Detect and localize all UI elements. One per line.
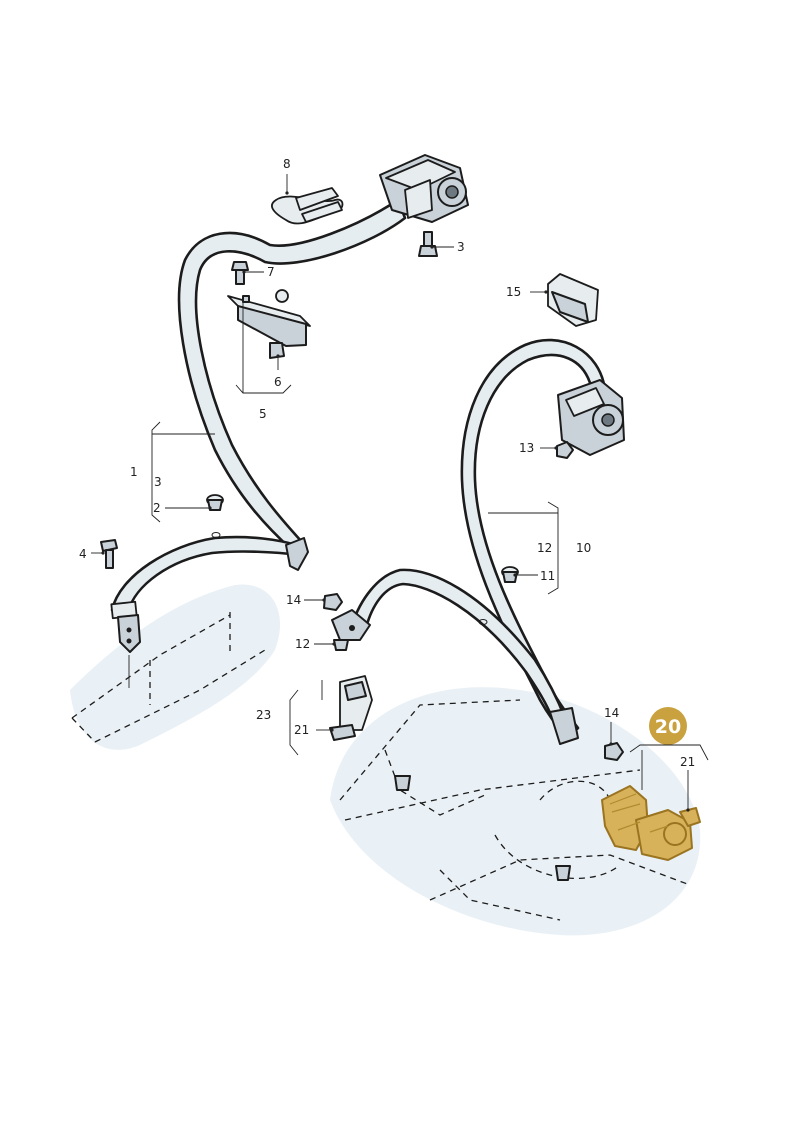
- callout-23: 23: [256, 708, 271, 722]
- callout-14-left: 14: [286, 593, 301, 607]
- callout-3-left: 3: [154, 475, 162, 489]
- callout-2: 2: [153, 501, 161, 515]
- callout-1: 1: [130, 465, 138, 479]
- callout-14-right: 14: [604, 706, 619, 720]
- callout-13: 13: [519, 441, 534, 455]
- bolt-icon: [333, 639, 349, 651]
- bolt-icon: [418, 231, 438, 257]
- callout-11: 11: [540, 569, 555, 583]
- bolt-icon: [555, 865, 571, 881]
- callout-12-left: 12: [295, 637, 310, 651]
- callout-3-top: 3: [457, 240, 465, 254]
- belt-retractor-icon: [379, 154, 469, 223]
- belt-guide-icon: [547, 273, 599, 327]
- guide-loop-icon: [271, 187, 344, 225]
- bolt-icon: [394, 775, 411, 791]
- seat-cushion-left: [70, 584, 281, 750]
- left-seat-belt: [110, 198, 407, 653]
- nut-icon: [323, 593, 343, 611]
- callout-10: 10: [576, 541, 591, 555]
- callout-labels: 8 3 7 6 5 1 3 2 4 15 13 12 10 11 14 12 2…: [79, 157, 695, 769]
- callout-6: 6: [274, 375, 282, 389]
- seat-buckle-icon: [329, 675, 373, 741]
- badge-number: 20: [655, 716, 681, 738]
- callout-8: 8: [283, 157, 291, 171]
- callout-21-left: 21: [294, 723, 309, 737]
- callout-7: 7: [267, 265, 275, 279]
- callout-12-right: 12: [537, 541, 552, 555]
- callout-5: 5: [259, 407, 267, 421]
- callout-21-right: 21: [680, 755, 695, 769]
- nut-icon: [556, 441, 574, 459]
- callout-15: 15: [506, 285, 521, 299]
- bolt-icon: [231, 261, 249, 285]
- badge-circle: [649, 707, 687, 745]
- callout-4: 4: [79, 547, 87, 561]
- nut-icon: [604, 742, 624, 761]
- height-adjuster-bracket: [227, 289, 311, 359]
- leader-lines: [91, 174, 709, 812]
- part-badge[interactable]: 20: [649, 707, 687, 745]
- bolt-icon: [100, 539, 118, 569]
- belt-retractor-icon: [557, 379, 625, 456]
- highlighted-buckle-part-20[interactable]: [601, 785, 701, 861]
- right-seat-belt: [331, 338, 607, 745]
